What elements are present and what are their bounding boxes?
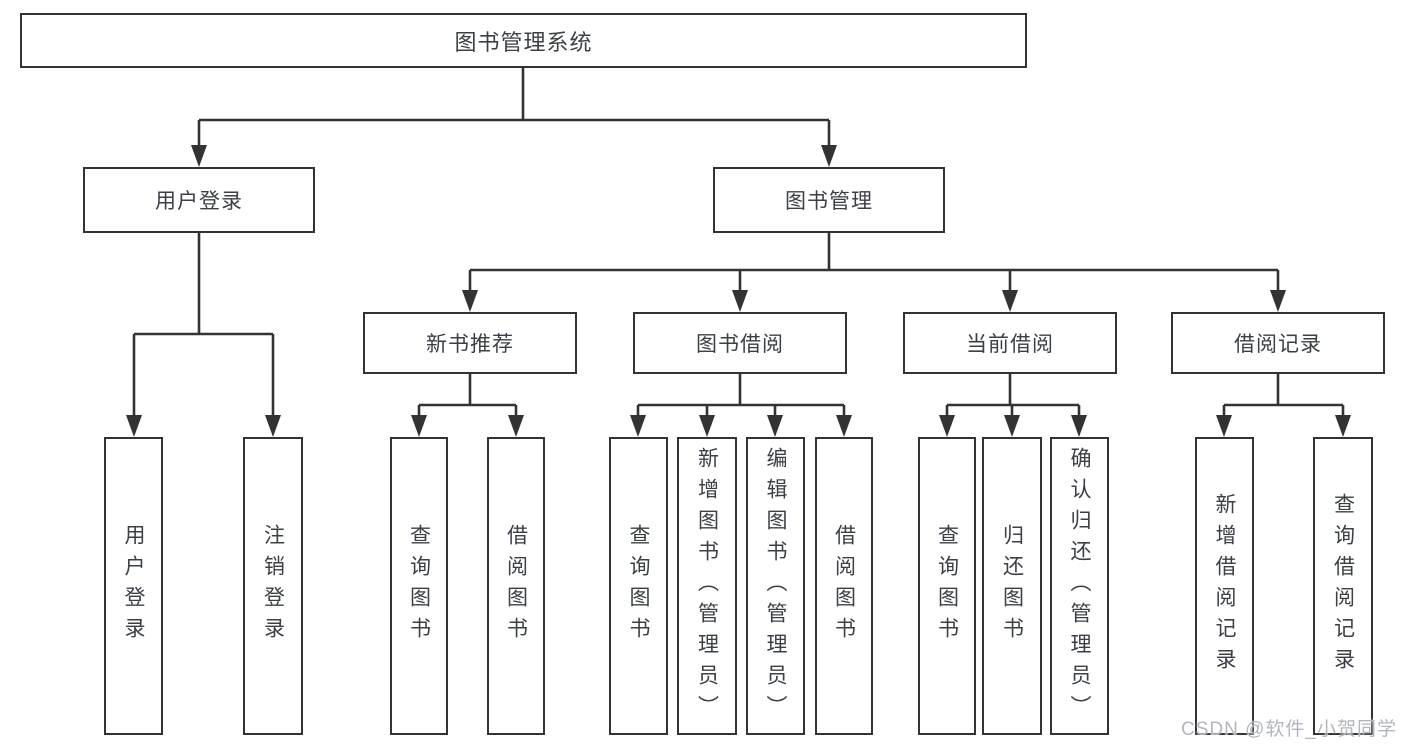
leaf-current-query: 查询图书 <box>918 437 976 735</box>
node-book-mgmt-label: 图书管理 <box>785 190 873 213</box>
arrowheads-leaves <box>411 415 1351 437</box>
connector-user-login-branch <box>132 233 275 425</box>
node-root: 图书管理系统 <box>20 13 1027 68</box>
leaf-current-confirm: 确认归还（管理员） <box>1050 437 1109 735</box>
connector-borrow-branch <box>636 374 846 425</box>
leaf-newbook-borrow: 借阅图书 <box>487 437 545 735</box>
watermark: CSDN @软件_小贺同学 <box>1181 719 1397 740</box>
leaf-user-login: 用户登录 <box>104 437 163 735</box>
leaf-current-query-label: 查询图书 <box>935 524 959 648</box>
arrowheads-level3 <box>462 290 1286 312</box>
leaf-user-login-label: 用户登录 <box>122 524 145 648</box>
leaf-record-add-label: 新增借阅记录 <box>1213 493 1236 679</box>
leaf-borrow-borrow: 借阅图书 <box>815 437 873 735</box>
connector-new-book-branch <box>417 374 518 425</box>
node-records-label: 借阅记录 <box>1234 333 1322 356</box>
leaf-current-confirm-label: 确认归还（管理员） <box>1068 446 1091 726</box>
leaf-current-return: 归还图书 <box>982 437 1042 735</box>
node-root-label: 图书管理系统 <box>454 29 593 55</box>
leaf-borrow-add: 新增图书（管理员） <box>677 437 737 735</box>
leaf-borrow-borrow-label: 借阅图书 <box>832 524 856 648</box>
node-new-book: 新书推荐 <box>363 312 577 374</box>
leaf-borrow-add-label: 新增图书（管理员） <box>695 446 719 726</box>
leaf-borrow-query-label: 查询图书 <box>627 524 650 648</box>
node-current: 当前借阅 <box>903 312 1117 374</box>
connector-records-branch <box>1222 374 1345 425</box>
leaf-borrow-query: 查询图书 <box>609 437 668 735</box>
leaf-borrow-edit-label: 编辑图书（管理员） <box>764 446 787 726</box>
connector-root-to-level2 <box>197 68 831 155</box>
node-records: 借阅记录 <box>1171 312 1385 374</box>
leaf-newbook-query: 查询图书 <box>390 437 448 735</box>
node-borrow: 图书借阅 <box>633 312 847 374</box>
leaf-borrow-edit: 编辑图书（管理员） <box>746 437 805 735</box>
leaf-record-query-label: 查询借阅记录 <box>1331 493 1355 679</box>
leaf-record-add: 新增借阅记录 <box>1195 437 1254 735</box>
node-user-login: 用户登录 <box>83 167 315 233</box>
leaf-newbook-borrow-label: 借阅图书 <box>504 524 528 648</box>
connector-book-mgmt-branch <box>468 233 1280 300</box>
node-book-mgmt: 图书管理 <box>713 167 945 233</box>
node-user-login-label: 用户登录 <box>155 190 243 213</box>
leaf-record-query: 查询借阅记录 <box>1313 437 1373 735</box>
arrowheads-user-login-branch <box>126 415 281 437</box>
node-borrow-label: 图书借阅 <box>696 333 784 356</box>
arrowheads-level2 <box>191 145 837 167</box>
leaf-logout: 注销登录 <box>243 437 303 735</box>
leaf-current-return-label: 归还图书 <box>1000 524 1024 648</box>
leaf-logout-label: 注销登录 <box>261 524 285 648</box>
leaf-newbook-query-label: 查询图书 <box>407 524 431 648</box>
node-new-book-label: 新书推荐 <box>426 333 514 356</box>
node-current-label: 当前借阅 <box>966 333 1054 356</box>
